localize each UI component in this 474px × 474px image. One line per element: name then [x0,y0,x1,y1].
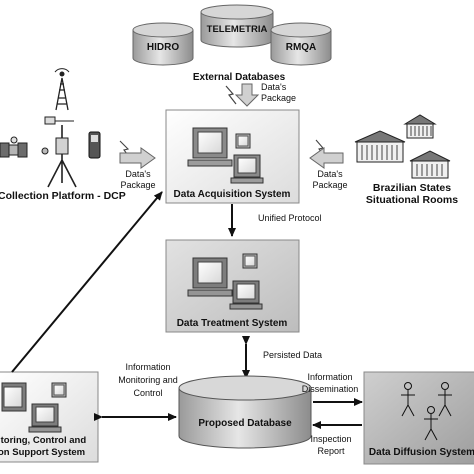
rooms-package-arrow [309,147,344,169]
computer-icon [229,280,263,310]
external-databases-caption: External Databases [193,72,286,83]
computer-icon [187,127,233,167]
rooms-package-line1: Data's [317,169,343,179]
dcp-package-line1: Data's [125,169,151,179]
building-icon [354,130,406,163]
monitoring-system-line1: itoring, Control and [0,435,86,446]
top-package-line2: Package [261,93,296,103]
building-icon [403,114,437,139]
dissemination-line1: Information [307,372,352,382]
weather-station-icon [41,116,77,188]
rooms-line2: Situational Rooms [366,194,458,206]
acquisition-system-box: Data Acquisition System [165,109,300,204]
dcp-package-arrow [119,147,156,169]
computer-icon [235,133,251,149]
person-icon [438,382,452,417]
monitoring-to-acquisition-arrow [11,191,163,373]
db-rmqa: RMQA [270,22,332,66]
persisted-data-label: Persisted Data [263,350,322,360]
computer-icon [1,382,27,412]
person-icon [401,382,415,417]
inspection-line2: Report [317,446,345,456]
computer-icon [28,403,62,433]
dissemination-line2: Dissemination [302,384,359,394]
computer-icon [230,154,264,184]
db-hidro: HIDRO [132,22,194,66]
monitoring-flow-line3: Control [133,388,162,398]
db-rmqa-label: RMQA [286,42,317,53]
diffusion-system-box: Data Diffusion System [363,371,474,465]
tower-icon [54,68,70,111]
lightning-icon [225,85,237,105]
computer-icon [51,382,67,398]
treatment-system-label: Data Treatment System [177,318,288,329]
unified-protocol-label: Unified Protocol [258,213,322,223]
db-telemetria: TELEMETRIA [200,4,274,48]
building-icon [409,150,451,179]
cellphone-icon [88,131,101,159]
monitoring-flow-line1: Information [125,362,170,372]
db-telemetria-label: TELEMETRIA [207,24,268,35]
satellite-icon [0,136,28,158]
person-icon [424,406,438,441]
top-package-line1: Data's [261,82,287,92]
dcp-label: Collection Platform - DCP [0,190,126,202]
package-down-arrow [234,83,260,107]
proposed-database: Proposed Database [178,375,312,449]
monitoring-system-line2: on Support System [0,447,85,458]
acquisition-system-label: Data Acquisition System [174,189,291,200]
rooms-package-line2: Package [312,180,347,190]
computer-icon [187,257,233,297]
inspection-line1: Inspection [310,434,351,444]
monitoring-flow-line2: Monitoring and [118,375,178,385]
treatment-system-box: Data Treatment System [165,239,300,333]
db-hidro-label: HIDRO [147,42,179,53]
computer-icon [242,253,258,269]
monitoring-system-box: itoring, Control and on Support System [0,371,99,463]
dcp-package-line2: Package [120,180,155,190]
diffusion-system-label: Data Diffusion System [369,447,474,458]
rooms-line1: Brazilian States [373,182,451,194]
proposed-database-label: Proposed Database [198,418,292,429]
